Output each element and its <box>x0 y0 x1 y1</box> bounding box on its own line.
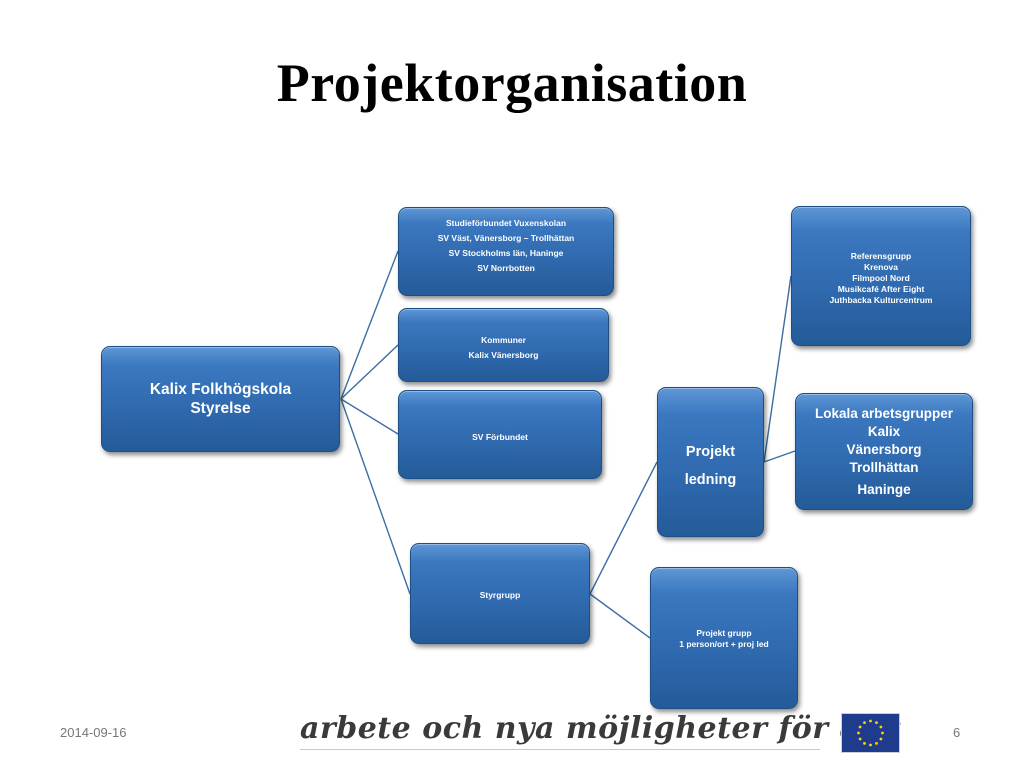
node-kalix-folkhogskola-styrelse: Kalix Folkhögskola Styrelse <box>101 346 340 452</box>
eu-star <box>858 725 862 729</box>
eu-star <box>881 731 884 735</box>
eu-star <box>863 721 866 725</box>
node-studieforbundet: Studieförbundet Vuxenskolan SV Väst, Vän… <box>398 207 614 296</box>
node-text: Kalix Vänersborg <box>468 350 539 360</box>
connector-styrelse-styrgrupp <box>340 398 411 595</box>
node-text: Musikcafé After Eight <box>837 284 925 294</box>
node-styrgrupp: Styrgrupp <box>410 543 590 644</box>
eu-star <box>879 725 883 729</box>
node-text: Styrelse <box>190 400 251 417</box>
node-text: Filmpool Nord <box>852 273 910 283</box>
node-text: Referensgrupp <box>850 251 912 261</box>
node-text: Trollhättan <box>849 460 919 475</box>
node-referensgrupp: Referensgrupp Krenova Filmpool Nord Musi… <box>791 206 971 346</box>
eu-flag-icon <box>841 713 900 753</box>
connector-styrgrupp-projektledning <box>589 461 658 595</box>
node-text: 1 person/ort + proj led <box>679 639 769 649</box>
node-text: Kalix <box>867 424 901 439</box>
eu-star <box>869 743 872 747</box>
connector-styrelse-kommuner <box>340 344 399 400</box>
node-text: SV Stockholms län, Haninge <box>448 248 564 258</box>
eu-star <box>863 741 866 745</box>
node-text: Styrgrupp <box>479 590 521 600</box>
node-text: Studieförbundet Vuxenskolan <box>445 218 567 228</box>
connector-styrelse-studieforbund <box>340 250 399 400</box>
node-lokala-arbetsgrupper: Lokala arbetsgrupper Kalix Vänersborg Tr… <box>795 393 973 510</box>
page-title: Projektorganisation <box>276 53 748 113</box>
eu-star <box>857 731 860 735</box>
node-text: Kommuner <box>481 335 526 345</box>
node-text: Projekt grupp <box>696 628 752 638</box>
node-text: Projekt <box>685 444 736 460</box>
connector-styrelse-sv-forbundet <box>340 398 399 435</box>
node-text: Lokala arbetsgrupper <box>814 406 954 421</box>
node-text: Haninge <box>857 482 911 497</box>
node-text: SV Väst, Vänersborg – Trollhättan <box>437 233 575 243</box>
node-projektledning: Projekt ledning <box>657 387 764 537</box>
node-text: Juthbacka Kulturcentrum <box>829 295 933 305</box>
node-text: Vänersborg <box>846 442 922 457</box>
connector-projektledning-referensgrupp <box>763 275 792 463</box>
eu-star <box>875 721 878 725</box>
node-kommuner: Kommuner Kalix Vänersborg <box>398 308 609 382</box>
footer-slogan: arbete och nya möjligheter för alla <box>300 711 903 750</box>
eu-star <box>869 719 872 723</box>
footer-date: 2014-09-16 <box>60 725 127 740</box>
node-text: ledning <box>684 472 737 488</box>
node-text: SV Norrbotten <box>477 263 535 273</box>
connector-projektledning-lokala <box>763 450 796 463</box>
node-sv-forbundet: SV Förbundet <box>398 390 602 479</box>
eu-stars-icon <box>857 719 884 747</box>
node-text: SV Förbundet <box>472 432 528 442</box>
connector-styrgrupp-projekt-grupp <box>589 593 651 639</box>
node-text: Kalix Folkhögskola <box>149 381 292 398</box>
node-text: Krenova <box>863 262 898 272</box>
page-number: 6 <box>953 725 961 740</box>
eu-star <box>858 737 862 741</box>
eu-star <box>879 737 883 741</box>
eu-star <box>875 741 878 745</box>
node-projekt-grupp: Projekt grupp 1 person/ort + proj led <box>650 567 798 709</box>
